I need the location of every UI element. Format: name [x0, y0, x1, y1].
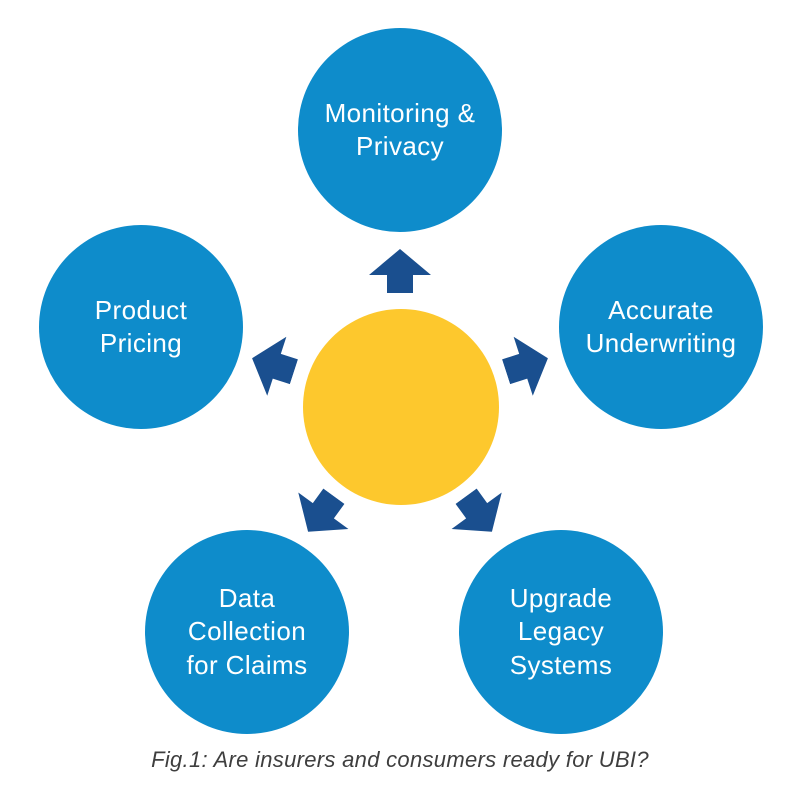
arrow-down-left-icon	[283, 478, 359, 550]
arrow-right-glyph	[502, 336, 548, 396]
arrow-up-icon	[369, 249, 431, 293]
node-upgrade-legacy-systems-label: Upgrade Legacy Systems	[509, 583, 613, 680]
arrow-down-right-glyph	[451, 488, 502, 532]
arrow-left-glyph	[252, 336, 298, 396]
node-monitoring-privacy: Monitoring & Privacy	[298, 28, 502, 232]
hub-circle	[303, 309, 499, 505]
arrow-right-icon	[496, 329, 557, 402]
node-data-collection-for-claims-label: Data Collection for Claims	[186, 583, 308, 680]
node-data-collection-for-claims: Data Collection for Claims	[145, 530, 349, 734]
figure-caption: Fig.1: Are insurers and consumers ready …	[151, 747, 649, 772]
arrow-left-icon	[242, 329, 303, 402]
arrow-down-left-glyph	[298, 488, 349, 532]
node-product-pricing-label: Product Pricing	[94, 294, 188, 358]
node-accurate-underwriting-label: Accurate Underwriting	[585, 294, 737, 358]
node-product-pricing: Product Pricing	[39, 225, 243, 429]
arrow-down-right-icon	[441, 478, 517, 550]
node-accurate-underwriting: Accurate Underwriting	[559, 225, 763, 429]
arrow-up-glyph	[369, 249, 431, 293]
node-upgrade-legacy-systems: Upgrade Legacy Systems	[459, 530, 663, 734]
node-monitoring-privacy-label: Monitoring & Privacy	[324, 97, 476, 161]
